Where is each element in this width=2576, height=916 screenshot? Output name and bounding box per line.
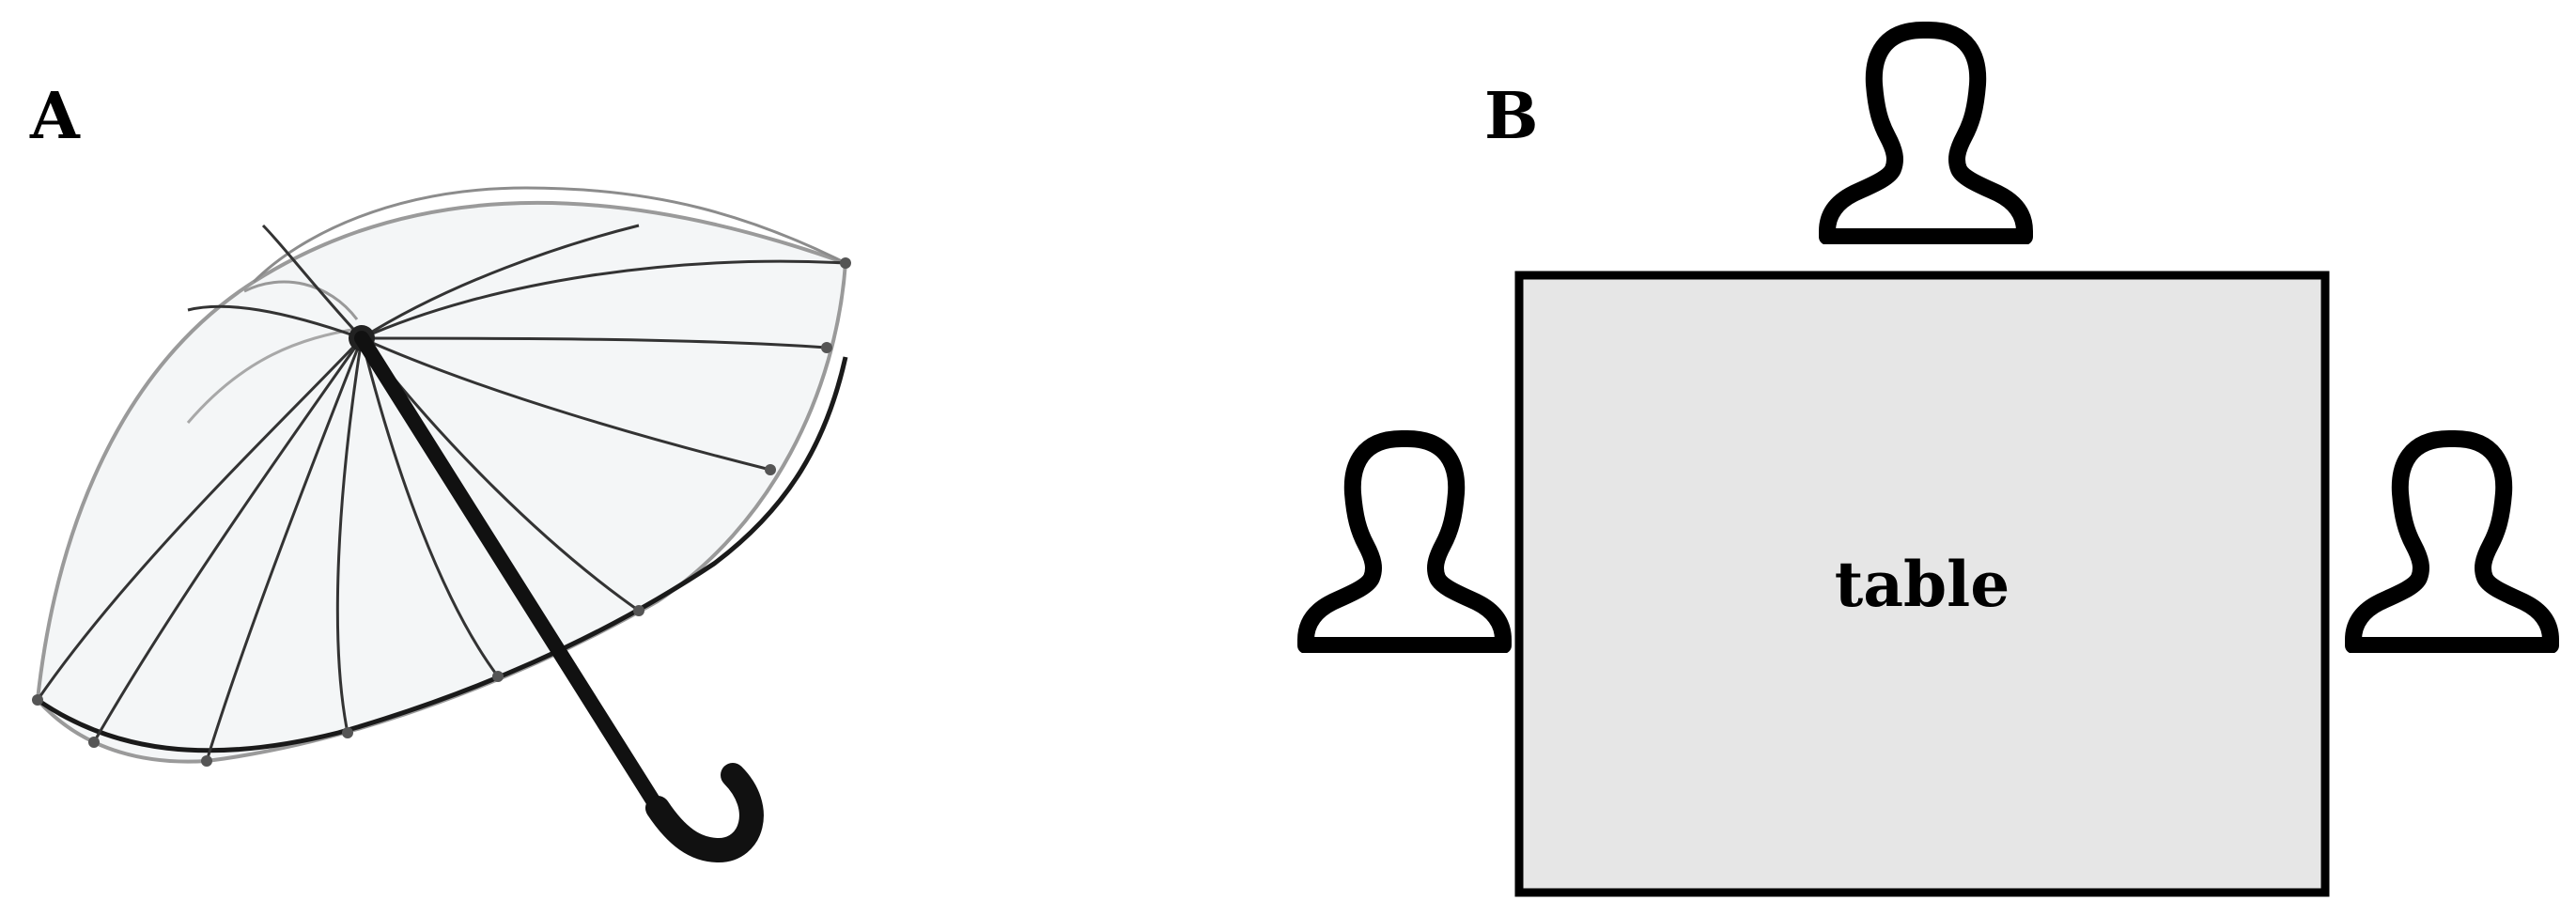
table-label: table [1835, 548, 2010, 621]
umbrella-canopy [35, 200, 848, 764]
umbrella-icon [32, 186, 851, 863]
table-diagram: table [1306, 30, 2551, 897]
umbrella-canopy-top-edge [252, 186, 846, 284]
umbrella-fold [186, 327, 358, 424]
person-icon-top [1827, 30, 2025, 237]
umbrella-hem [36, 356, 848, 753]
panel-label-b: B [1484, 79, 1539, 154]
umbrella-fold [243, 280, 359, 320]
panel-label-a: A [30, 79, 80, 154]
umbrella-ribs [36, 224, 846, 762]
umbrella-rib-tips [32, 257, 851, 767]
person-icon-left [1306, 439, 1503, 645]
umbrella-handle [645, 763, 764, 863]
table-rectangle [1514, 271, 2330, 897]
person-icon-right [2353, 439, 2551, 645]
umbrella-shaft [354, 331, 665, 815]
